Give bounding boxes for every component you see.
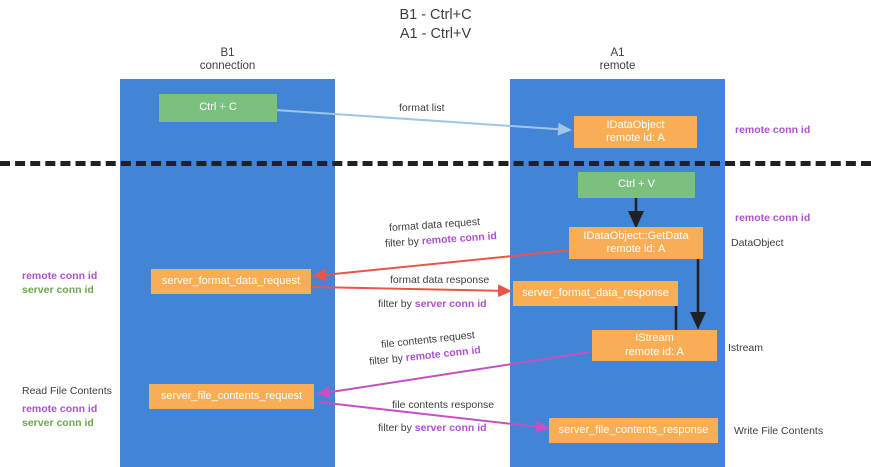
side-label-left2-server-conn-id: server conn id xyxy=(22,417,94,429)
node-server-file-contents-request-label: server_file_contents_request xyxy=(160,389,303,402)
column-b1-name: B1 xyxy=(220,47,235,59)
edge-format-list xyxy=(274,109,572,136)
column-header-b1: B1 connection xyxy=(120,47,335,73)
node-server-format-data-request[interactable]: server_format_data_request xyxy=(151,269,311,294)
side-label-remote-conn-id-top: remote conn id xyxy=(735,124,811,136)
filter-by-text-3: filter by xyxy=(368,352,404,368)
side-label-left-remote-conn-id: remote conn id xyxy=(22,270,98,282)
side-label-left-server-conn-id: server conn id xyxy=(22,284,94,296)
column-b1-role: connection xyxy=(199,60,256,72)
node-getdata-remote-id: remote id: A xyxy=(606,243,666,255)
column-a1-role: remote xyxy=(599,60,636,72)
node-idataobject-label: IDataObject xyxy=(606,118,665,131)
edge-format-data-request xyxy=(312,249,573,282)
node-istream-remote-id: remote id: A xyxy=(625,345,684,358)
side-label-write-file-contents: Write File Contents xyxy=(734,425,824,437)
server-conn-id-text-2: server conn id xyxy=(414,298,487,310)
node-getdata-label: IDataObject::GetData xyxy=(583,229,689,242)
filter-by-text-1: filter by xyxy=(384,235,420,250)
side-label-left2-remote-conn-id: remote conn id xyxy=(22,403,98,415)
edge-format-data-response xyxy=(311,284,512,298)
node-istream[interactable]: IStream remote id: A xyxy=(592,330,717,361)
edge-file-contents-response xyxy=(317,401,550,434)
side-label-dataobject: DataObject xyxy=(731,237,784,249)
column-a1-name: A1 xyxy=(610,47,625,59)
node-ctrl-c[interactable]: Ctrl + C xyxy=(159,94,277,122)
node-server-format-data-response[interactable]: server_format_data_response xyxy=(513,281,678,306)
node-idataobject[interactable]: IDataObject remote id: A xyxy=(574,116,697,148)
column-header-a1: A1 remote xyxy=(510,47,725,73)
node-server-format-data-response-label: server_format_data_response xyxy=(522,286,669,299)
edge-label-file-contents-response: file contents response xyxy=(392,399,495,411)
page-title: B1 - Ctrl+C A1 - Ctrl+V xyxy=(0,6,871,44)
node-server-format-data-request-label: server_format_data_request xyxy=(161,274,301,287)
filter-by-text-4: filter by xyxy=(378,422,412,434)
node-server-file-contents-response-label: server_file_contents_response xyxy=(558,423,709,436)
edge-label-format-list: format list xyxy=(399,102,445,114)
edge-label-format-data-response: format data response xyxy=(390,274,490,286)
node-server-file-contents-request[interactable]: server_file_contents_request xyxy=(149,384,314,409)
title-line-2: A1 - Ctrl+V xyxy=(399,26,472,42)
node-istream-label: IStream xyxy=(635,332,674,344)
side-label-remote-conn-id-mid: remote conn id xyxy=(735,212,811,224)
edge-file-contents-request xyxy=(316,351,591,399)
filter-by-text-2: filter by xyxy=(378,298,412,310)
node-ctrl-c-label: Ctrl + C xyxy=(199,101,237,114)
side-label-read-file-contents: Read File Contents xyxy=(22,385,112,397)
side-label-istream: Istream xyxy=(728,342,764,354)
node-ctrl-v[interactable]: Ctrl + V xyxy=(578,172,695,198)
edge-label-format-data-response-filter: filter by server conn id xyxy=(378,298,487,311)
edge-label-file-contents-response-filter: filter by server conn id xyxy=(378,422,487,435)
server-conn-id-text-4: server conn id xyxy=(414,422,487,434)
node-ctrl-v-label: Ctrl + V xyxy=(618,178,655,191)
node-idataobject-remote-id: remote id: A xyxy=(606,132,665,144)
title-line-1: B1 - Ctrl+C xyxy=(399,7,472,23)
node-server-file-contents-response[interactable]: server_file_contents_response xyxy=(549,418,718,443)
node-idataobject-getdata[interactable]: IDataObject::GetData remote id: A xyxy=(569,227,703,259)
section-divider xyxy=(0,161,871,166)
